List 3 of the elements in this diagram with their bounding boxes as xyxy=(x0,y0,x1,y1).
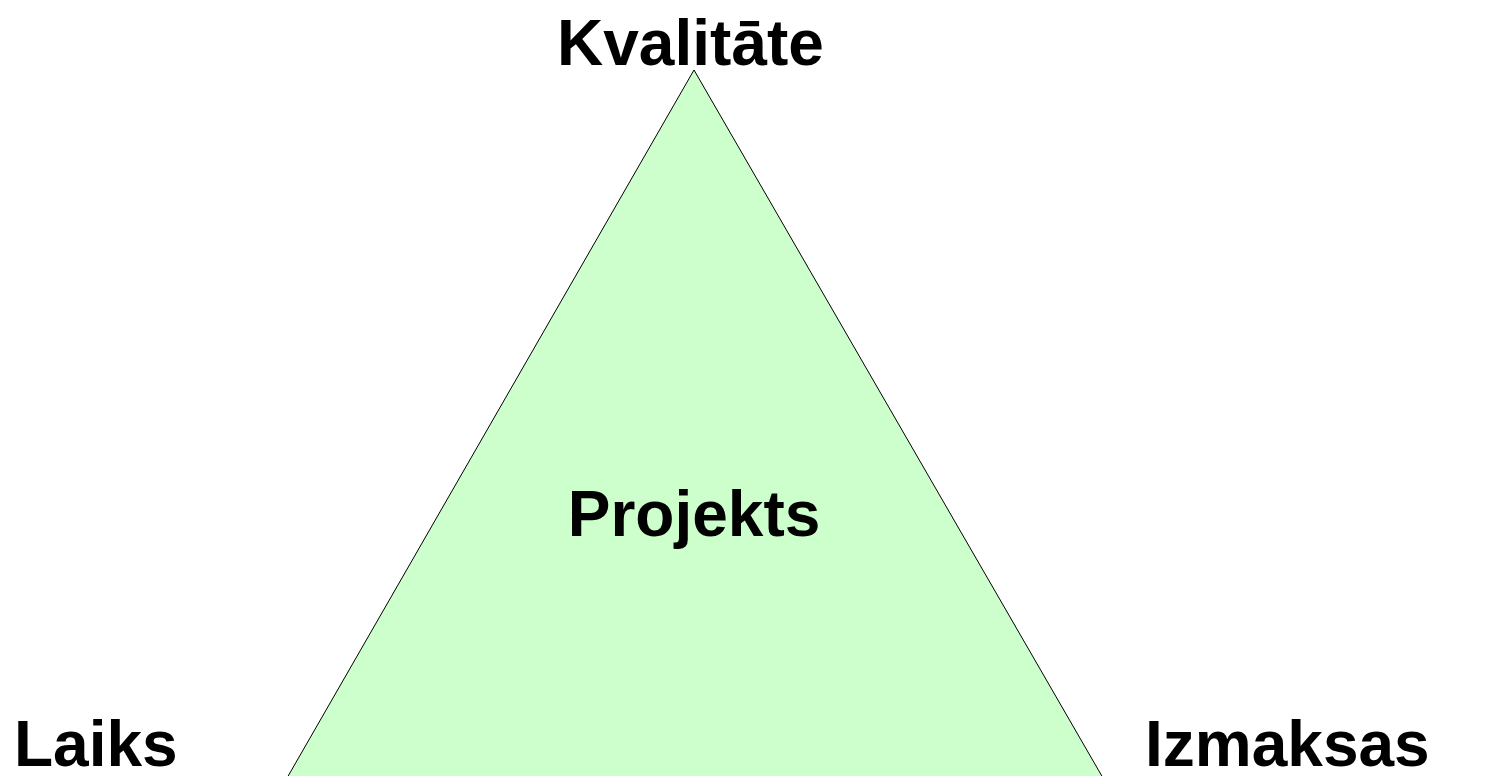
corner-label: Laiks xyxy=(14,712,178,776)
corner-label: Kvalitāte xyxy=(557,11,824,75)
corner-label: Izmaksas xyxy=(1145,712,1430,776)
